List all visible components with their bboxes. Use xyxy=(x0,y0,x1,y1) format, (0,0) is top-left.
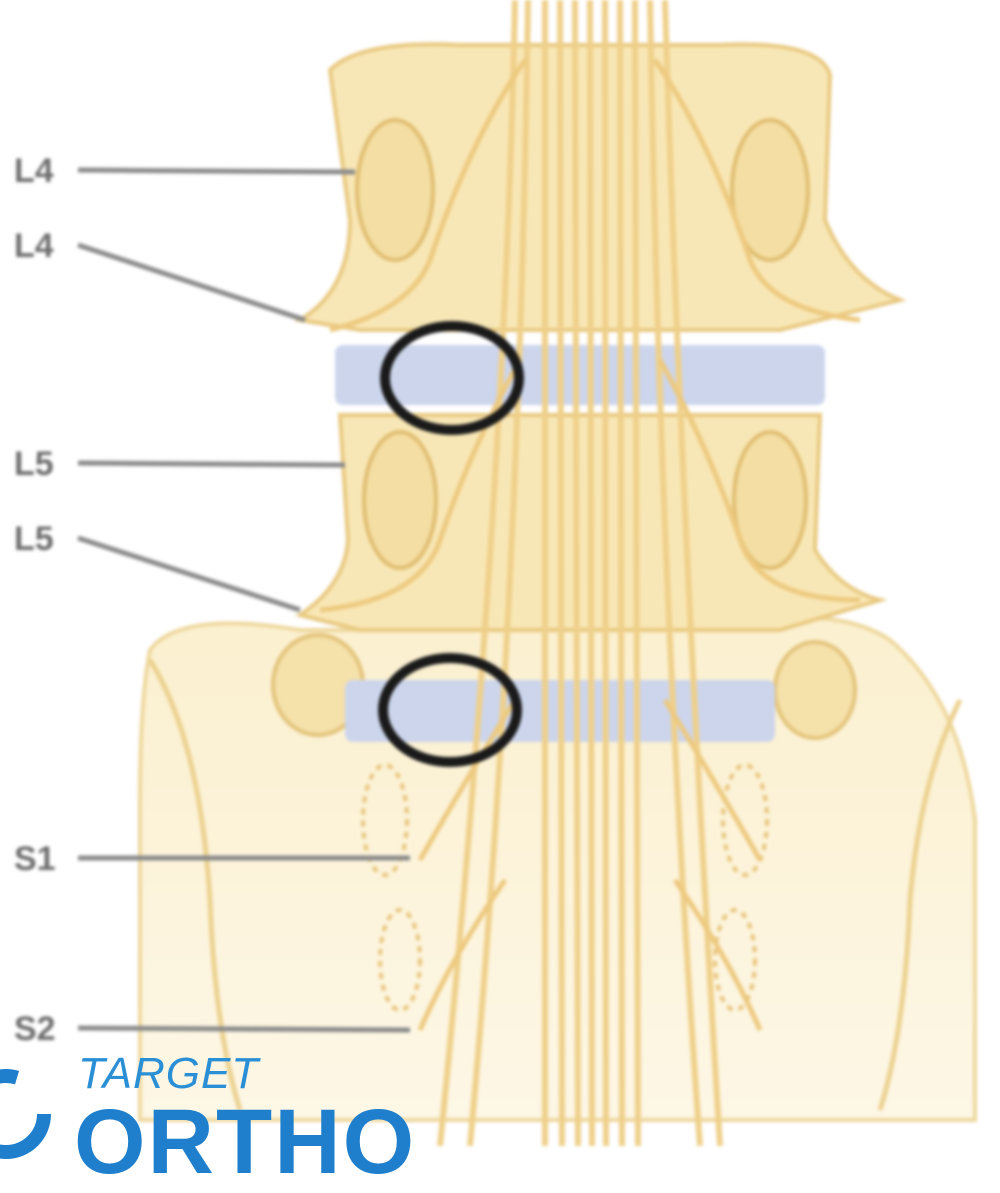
pedicle-l5-left xyxy=(364,432,436,568)
pedicle-l4-left xyxy=(357,120,433,260)
label-l4-vertebra: L4 xyxy=(14,152,54,190)
logo-ring-icon xyxy=(0,1064,56,1164)
lumbosacral-spine-diagram: L4 L4 L5 L5 S1 S2 xyxy=(0,0,1000,1146)
label-l4-nerve-root: L4 xyxy=(14,227,54,265)
facet-right xyxy=(775,642,855,738)
label-s1: S1 xyxy=(14,840,56,878)
logo-ortho-text: ORTHO xyxy=(74,1096,416,1188)
label-l5-nerve-root: L5 xyxy=(14,520,54,558)
label-s2: S2 xyxy=(14,1010,56,1048)
disc-l4-l5 xyxy=(335,345,825,405)
target-ortho-logo: TARGET ORTHO xyxy=(0,1050,420,1146)
logo-target-text: TARGET xyxy=(78,1052,259,1096)
label-l5-vertebra: L5 xyxy=(14,445,54,483)
